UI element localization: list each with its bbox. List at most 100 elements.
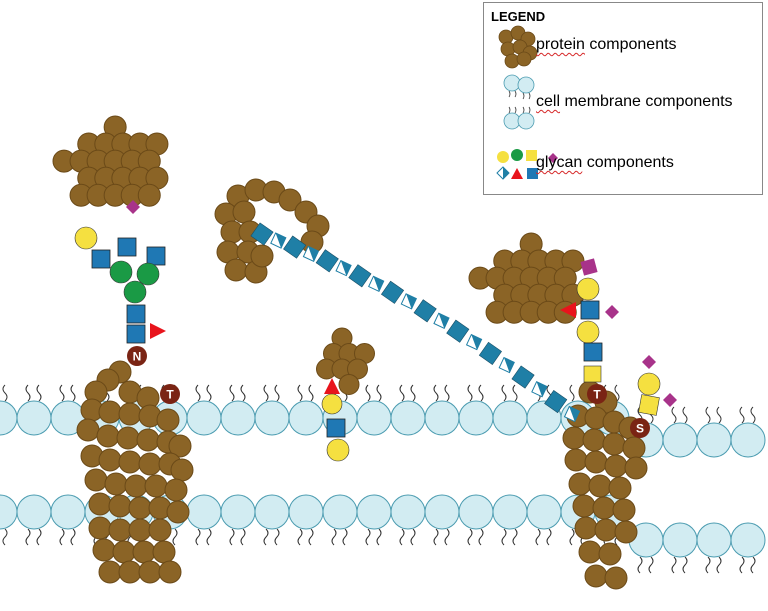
protein-bead — [117, 427, 139, 449]
legend-title: LEGEND — [491, 9, 545, 24]
protein-cluster-icon — [499, 26, 537, 68]
lipid — [255, 385, 289, 435]
lipid-tail — [230, 385, 234, 401]
protein-bead — [85, 469, 107, 491]
lipid-tail — [509, 91, 510, 97]
lipid-icon — [504, 75, 534, 129]
asparagine-badge: N — [127, 346, 147, 366]
lipid-head — [504, 113, 520, 129]
protein-bead — [109, 495, 131, 517]
lipid — [187, 385, 221, 435]
protein-left-head — [53, 116, 168, 206]
lipid-tail — [649, 557, 653, 573]
lipid — [357, 385, 391, 435]
gag-half-diamond — [431, 311, 452, 332]
threonine-badge-right-label: T — [593, 388, 601, 402]
gag-square — [512, 366, 534, 388]
protein-bead — [99, 401, 121, 423]
galactose-circle — [327, 439, 349, 461]
glcnac-square — [118, 238, 136, 256]
lipid-head — [289, 495, 323, 529]
lipid-tail — [343, 529, 347, 545]
gag-square — [316, 250, 338, 272]
protein-bead — [613, 499, 635, 521]
lipid-tail — [26, 529, 30, 545]
lipid-tail — [309, 529, 313, 545]
mannose-circle — [511, 149, 523, 161]
lipid-tail — [434, 529, 438, 545]
protein-bead — [593, 497, 615, 519]
glcnac-square — [581, 301, 599, 319]
lipid-head — [0, 495, 17, 529]
gag-half-diamond — [464, 332, 485, 353]
lipid-tail — [523, 93, 524, 99]
protein-bead — [139, 453, 161, 475]
galactose-square — [639, 395, 660, 416]
lipid-tail — [60, 529, 64, 545]
lipid — [17, 385, 51, 435]
lipid-head — [493, 495, 527, 529]
lipid-head — [459, 401, 493, 435]
asparagine-badge-label: N — [133, 350, 142, 364]
protein-bead — [113, 541, 135, 563]
serine-badge: S — [630, 418, 650, 438]
protein-bead — [605, 567, 627, 589]
lipid-tail — [570, 529, 574, 545]
protein-bead — [171, 459, 193, 481]
glcnac-square — [147, 247, 165, 265]
lipid-head — [17, 401, 51, 435]
protein-bead — [157, 409, 179, 431]
galactose-square — [584, 366, 601, 382]
protein-bead — [583, 429, 605, 451]
lipid — [289, 495, 323, 545]
lipid-tail — [400, 385, 404, 401]
lipid-tail — [196, 529, 200, 545]
lipid — [425, 385, 459, 435]
protein-bead — [139, 561, 161, 583]
protein-bead — [165, 479, 187, 501]
lipid-head — [697, 423, 731, 457]
lipid-tail — [366, 385, 370, 401]
lipid-tail — [60, 385, 64, 401]
serine-badge-label: S — [636, 422, 644, 436]
protein-bead — [585, 451, 607, 473]
lipid-tail — [207, 529, 211, 545]
protein-bead — [623, 437, 645, 459]
lipid-tail — [445, 385, 449, 401]
lipid-tail — [411, 385, 415, 401]
lipid-tail — [298, 529, 302, 545]
lipid — [357, 495, 391, 545]
lipid-tail — [515, 107, 516, 113]
protein-bead — [609, 477, 631, 499]
legend-label-glycan: glycan components — [536, 154, 674, 172]
lipid-head — [504, 75, 520, 91]
gag-square — [349, 265, 371, 287]
protein-bead — [97, 425, 119, 447]
protein-bead — [625, 457, 647, 479]
lipid-tail — [71, 529, 75, 545]
threonine-badge-left: T — [160, 384, 180, 404]
glcnac-square — [584, 343, 602, 361]
lipid-tail — [570, 385, 574, 401]
lipid-tail — [740, 407, 744, 423]
gag-square — [414, 300, 436, 322]
lipid-tail — [468, 529, 472, 545]
lipid-head — [527, 495, 561, 529]
legend-label-protein: protein components — [536, 36, 677, 54]
lipid — [697, 407, 731, 457]
lipid — [391, 495, 425, 545]
lipid-tail — [740, 557, 744, 573]
threonine-badge-left-label: T — [166, 388, 174, 402]
lipid-tail — [37, 529, 41, 545]
gag-diamond-fill — [503, 167, 509, 179]
protein-bead — [251, 245, 273, 267]
lipid-tail — [547, 529, 551, 545]
lipid — [221, 385, 255, 435]
lipid — [17, 495, 51, 545]
protein-bead — [589, 475, 611, 497]
lipid-head — [221, 495, 255, 529]
lipid — [0, 495, 17, 545]
lipid-head — [357, 495, 391, 529]
lipid-tail — [706, 407, 710, 423]
lipid — [459, 385, 493, 435]
